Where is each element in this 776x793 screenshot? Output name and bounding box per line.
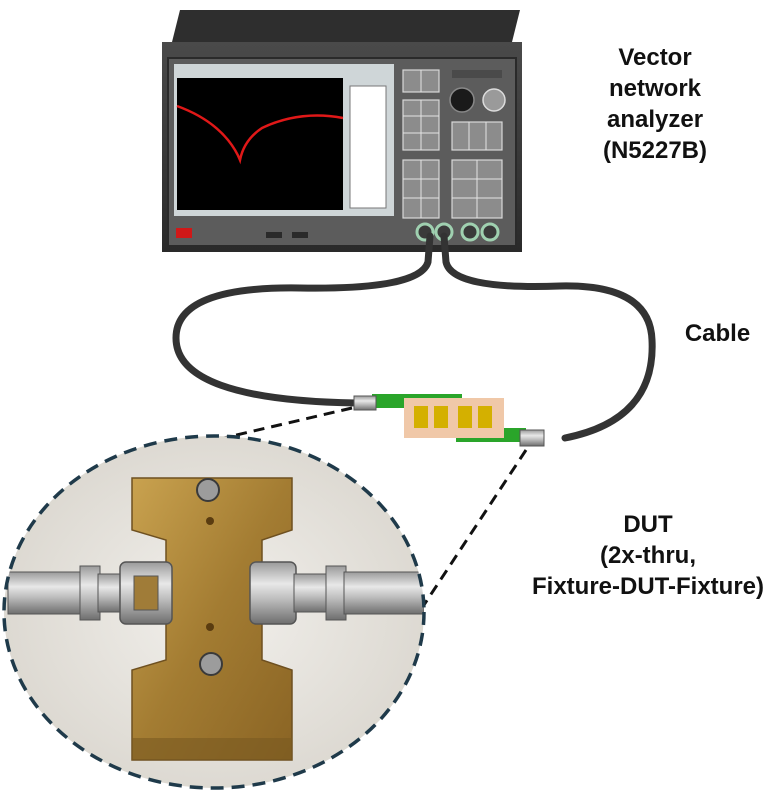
dut-label-line-3: Fixture-DUT-Fixture) [531, 573, 764, 600]
cable-label: Cable [660, 318, 775, 349]
sma-connector-right [249, 561, 424, 625]
connector-left [353, 395, 377, 411]
vna-usb-port-1 [266, 232, 282, 238]
zoom-circle [2, 434, 426, 790]
sma-connector-left [7, 561, 173, 625]
vna-screen-sidebar [349, 85, 387, 209]
vna-top-strip [452, 70, 502, 78]
fixture-shadow [132, 738, 292, 760]
vna-nav-pad [482, 88, 506, 112]
vna-label: Vector network analyzer (N5227B) [545, 42, 765, 166]
vna-power-button [176, 228, 192, 238]
dut-label-line-1: DUT [623, 511, 673, 538]
vna-screen [177, 78, 343, 210]
zoom-lines [214, 406, 528, 615]
cable-right [440, 232, 656, 442]
vna-label-line-4: (N5227B) [602, 137, 708, 164]
dut-label: DUT (2x-thru, Fixture-DUT-Fixture) [520, 509, 776, 602]
vna-usb-port-2 [292, 232, 308, 238]
vna-label-line-1: Vector [618, 44, 692, 71]
dut-label-line-2: (2x-thru, [600, 542, 696, 569]
cable [172, 232, 656, 442]
cable-label-text: Cable [684, 320, 751, 347]
vna-label-line-2: network [608, 75, 701, 102]
vna-knob [449, 87, 475, 113]
vna-label-line-3: analyzer [606, 106, 704, 133]
vector-network-analyzer [162, 10, 522, 252]
vna-ports [415, 222, 500, 242]
connector-right [519, 429, 545, 447]
dut-assembly-small [353, 394, 545, 447]
vna-top-panel [172, 10, 520, 42]
vna-key-grid [403, 70, 502, 218]
fixture-hole-top [206, 517, 214, 525]
cable-left [172, 232, 434, 407]
dut-magnified-photo [4, 436, 424, 788]
dut-pads [414, 406, 492, 428]
vna-trace [176, 104, 344, 165]
fixture-hole-bottom [206, 623, 214, 631]
